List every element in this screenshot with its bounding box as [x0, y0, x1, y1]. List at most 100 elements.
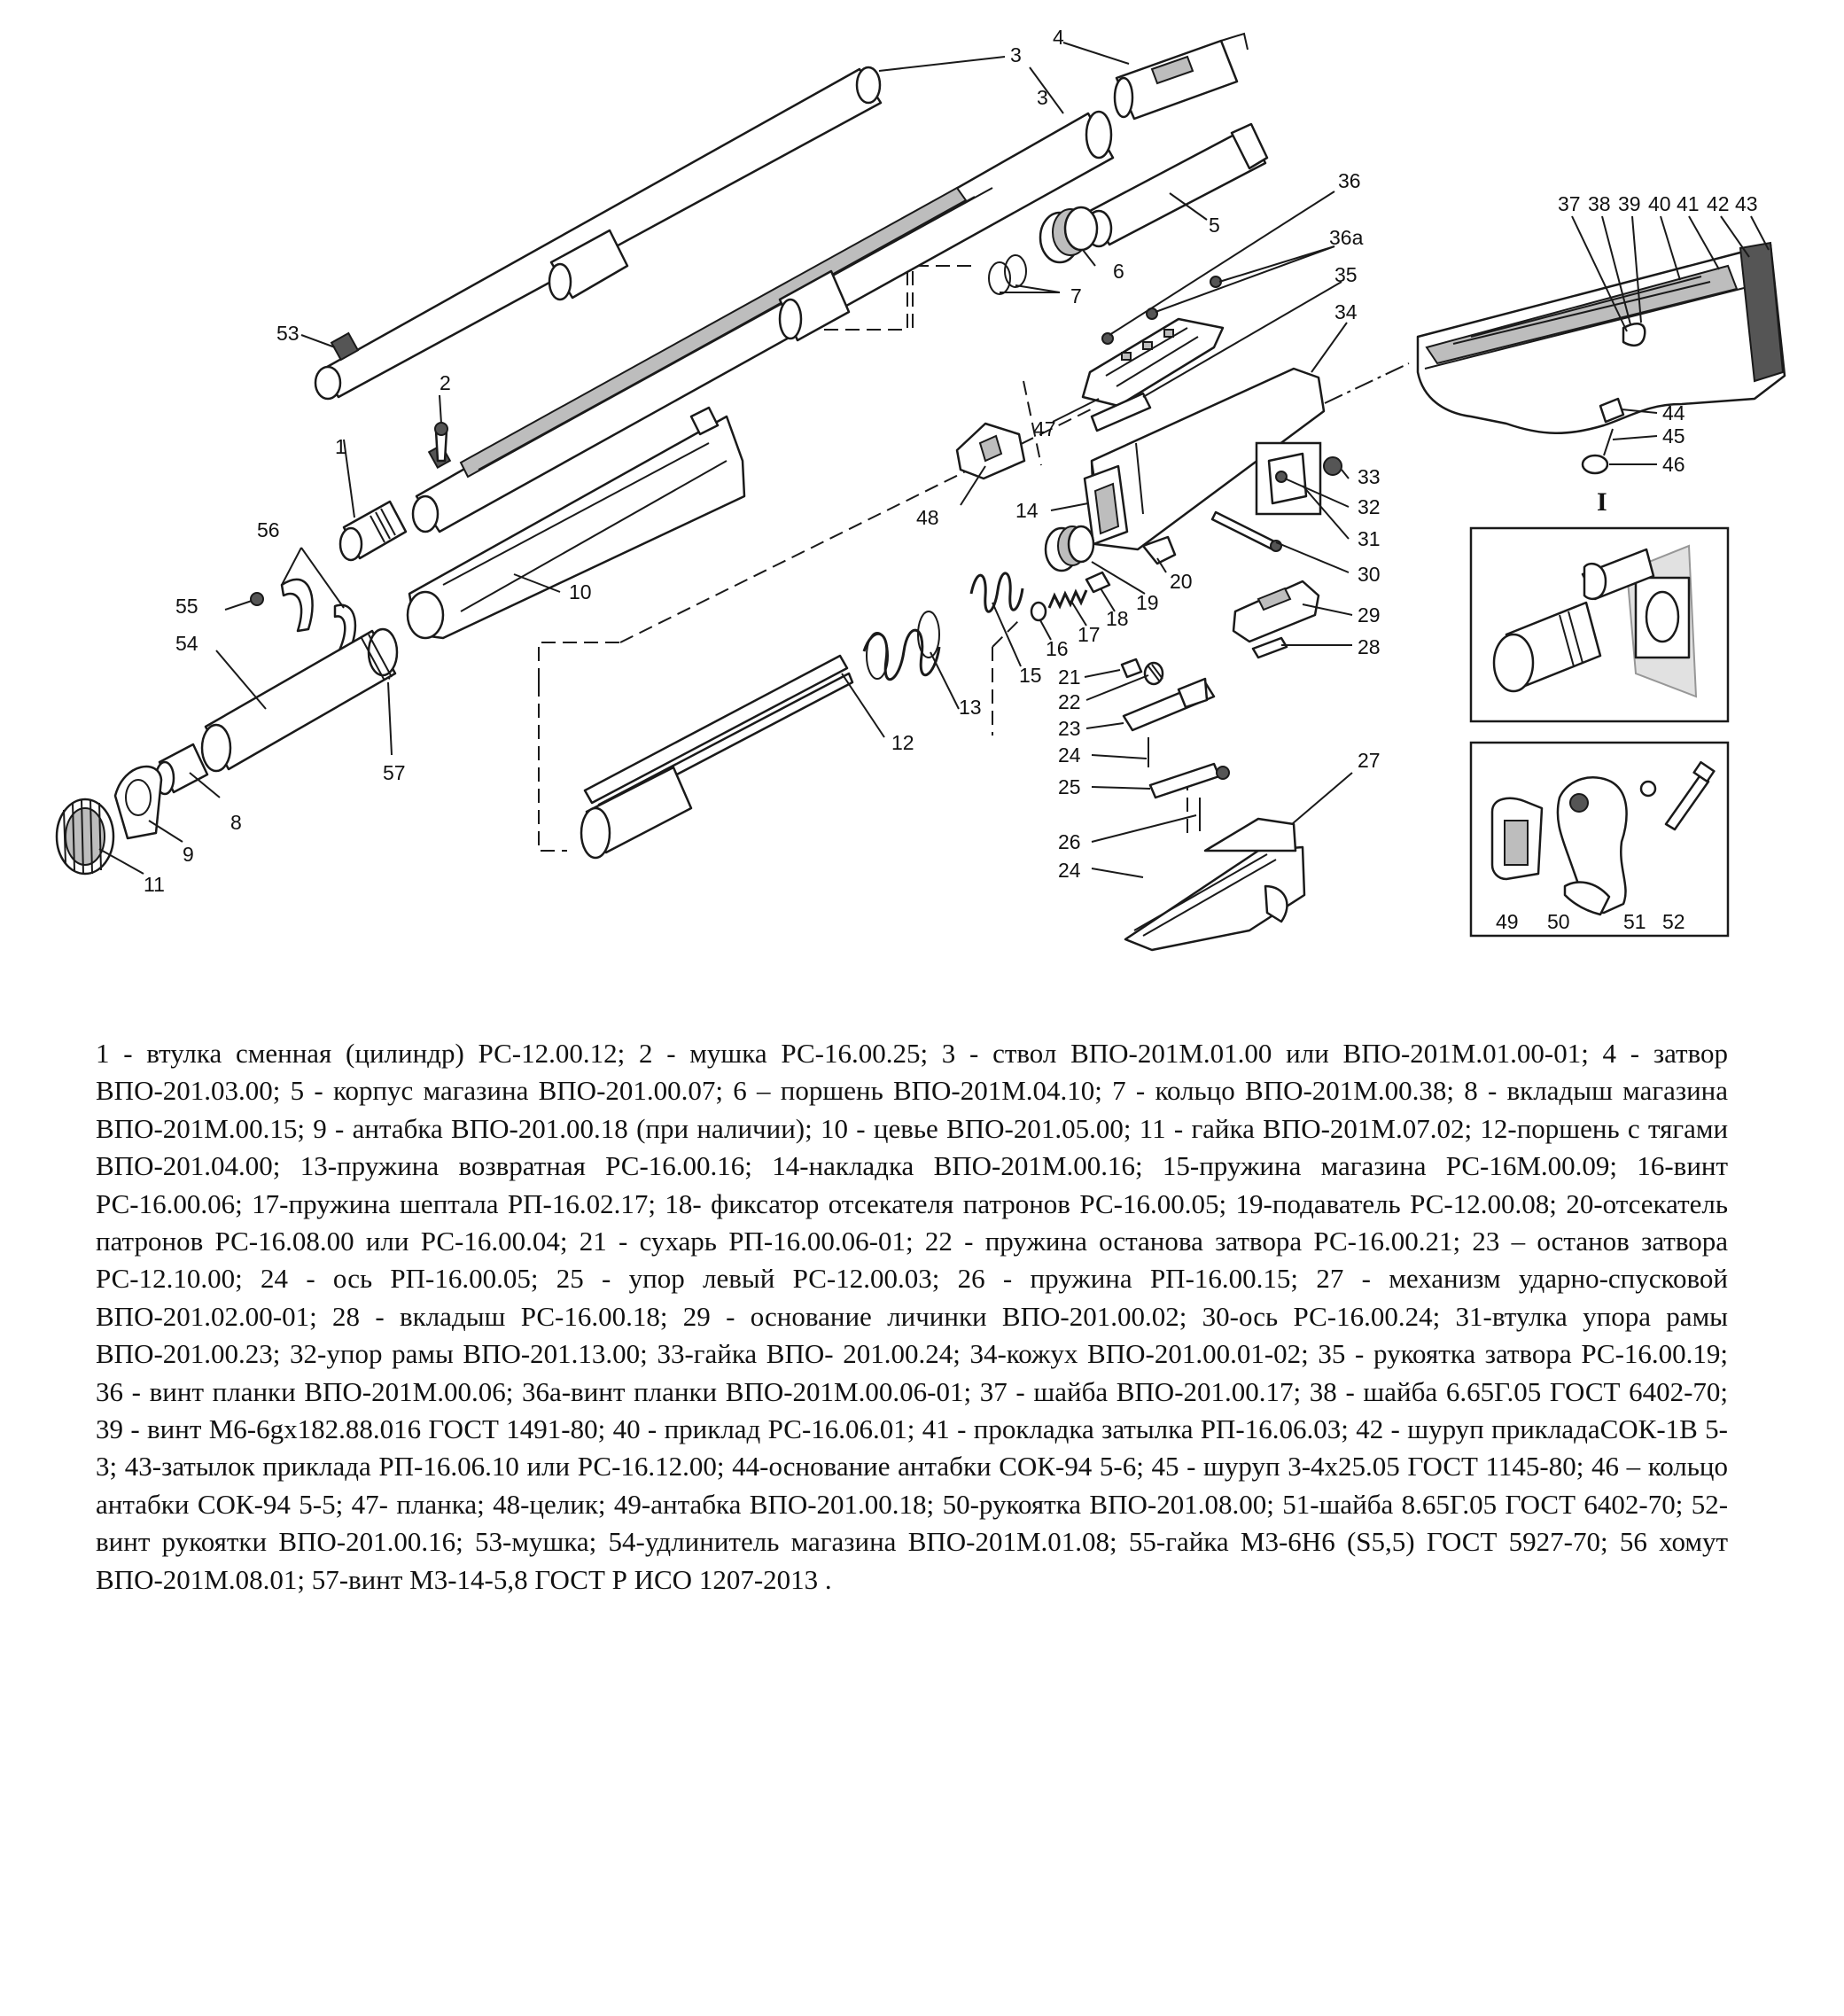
legend-entry: 50-рукоятка ВПО-201.08.00;: [942, 1488, 1274, 1520]
part-label: 36а: [1329, 226, 1364, 249]
legend-entry: 36а-винт планки ВПО-201М.00.06-01;: [521, 1375, 972, 1407]
part-label: 44: [1662, 401, 1685, 424]
part-label: 57: [383, 761, 406, 784]
magazine-extension-54: [200, 627, 399, 773]
barrel-main-3: [411, 110, 1115, 533]
part-label: 47: [1033, 417, 1056, 440]
magazine-tube-5: [1085, 122, 1269, 248]
legend-entry: 13-пружина возвратная РС-16.00.16;: [300, 1150, 752, 1182]
legend-entry: 36 - винт планки ВПО-201М.00.06;: [96, 1375, 514, 1407]
bolt-4: [1113, 32, 1249, 121]
return-spring-13: [862, 611, 941, 681]
front-sight-2: [434, 422, 448, 463]
detail-title: I: [1597, 487, 1607, 517]
legend-entry: 28 - вкладыш РС-16.00.18;: [332, 1300, 668, 1332]
part-label: 49: [1496, 910, 1519, 933]
spring-22: [1143, 661, 1164, 686]
part-label: 29: [1358, 603, 1381, 627]
legend-entry: 1 - втулка сменная (цилиндр) РС-12.00.12…: [96, 1038, 626, 1069]
legend-entry: 43-затылок приклада РП-16.06.10 или РС-1…: [124, 1451, 725, 1483]
legend-entry: 18- фиксатор отсекателя патронов РС-16.0…: [665, 1187, 1227, 1219]
part-label: 52: [1662, 910, 1685, 933]
exploded-view-diagram: 1 2 3 3 4 5 6 7 8 9 10 11 12 13 14 15 16…: [55, 26, 1786, 952]
bolt-handle-35: [1090, 392, 1152, 432]
legend-entry: 26 - пружина РП-16.00.15;: [957, 1263, 1299, 1295]
rail-screws-36: [1101, 276, 1222, 345]
insert-28: [1251, 636, 1288, 659]
trigger-group-27: [1124, 817, 1306, 952]
part-label: 21: [1058, 666, 1081, 689]
part-label: 34: [1334, 300, 1358, 323]
part-label: 45: [1662, 424, 1685, 448]
legend-entry: 25 - упор левый РС-12.00.03;: [556, 1263, 940, 1295]
detail-box-handle: [1469, 741, 1730, 938]
bolt-stop-23: [1122, 677, 1216, 732]
legend-entry: 11 - гайка ВПО-201М.07.02;: [1139, 1112, 1473, 1144]
part-label: 16: [1046, 637, 1069, 660]
legend-entry: 32-упор рамы ВПО-201.13.00;: [290, 1338, 648, 1370]
legend-entry: 8 - вкладыш магазина ВПО-201М.00.15;: [96, 1075, 1729, 1144]
legend-entry: 12-поршень с тягами ВПО-201.04.00;: [96, 1112, 1729, 1182]
legend-entry: 19-подаватель РС-12.00.08;: [1235, 1187, 1557, 1219]
nut-55: [250, 592, 264, 606]
legend-entry: 22 - пружина останова затвора РС-16.00.2…: [924, 1226, 1461, 1257]
legend-entry: 55-гайка М3-6Н6 (S5,5) ГОСТ 5927-70;: [1128, 1526, 1608, 1558]
part-label: 32: [1358, 495, 1381, 518]
legend-entry: 57-винт М3-14-5,8 ГОСТ Р ИСО 1207-2013 .: [311, 1563, 832, 1595]
leader-lines: [98, 42, 1770, 878]
screw-16: [1030, 601, 1047, 622]
legend-entry: 39 - винт М6-6gx182.88.016 ГОСТ 1491-80;: [96, 1413, 606, 1445]
legend-entry: 49-антабка ВПО-201.00.18;: [613, 1488, 935, 1520]
detail-frame-stop: [1255, 441, 1342, 516]
part-label: 28: [1358, 635, 1381, 658]
legend-entry: 7 - кольцо ВПО-201М.00.38;: [1112, 1075, 1454, 1107]
part-label: 19: [1136, 591, 1159, 614]
rear-sight-48: [955, 422, 1026, 480]
part-label: 10: [569, 580, 592, 603]
piston-rods-12: [580, 654, 854, 860]
part-label: 18: [1106, 607, 1129, 630]
part-label: 9: [183, 843, 194, 866]
legend-entry: 10 - цевье ВПО-201.05.00;: [821, 1112, 1132, 1144]
part-label: 27: [1358, 749, 1381, 772]
legend-entry: 38 - шайба 6.65Г.05 ГОСТ 6402-70;: [1309, 1375, 1729, 1407]
part-label: 6: [1113, 260, 1124, 283]
legend-entry: 34-кожух ВПО-201.00.01-02;: [969, 1338, 1309, 1370]
stop-left-25: [1148, 762, 1230, 799]
rings-7: [988, 254, 1027, 295]
part-label: 42: [1707, 192, 1730, 215]
legend-entry: 24 - ось РП-16.00.05;: [261, 1263, 539, 1295]
part-label: 3: [1010, 43, 1022, 66]
part-label: 36: [1338, 169, 1361, 192]
part-label: 20: [1170, 570, 1193, 593]
legend-entry: 51-шайба 8.65Г.05 ГОСТ 6402-70;: [1282, 1488, 1684, 1520]
legend-entry: 30-ось РС-16.00.24;: [1202, 1300, 1441, 1332]
part-label: 24: [1058, 743, 1081, 767]
legend-entry: 42 - шуруп прикладаСОК-1В 5-3;: [96, 1413, 1729, 1483]
part-label: 7: [1070, 284, 1082, 307]
legend-entry: 16-винт РС-16.00.06;: [96, 1150, 1729, 1219]
legend-entry: 48-целик;: [493, 1488, 606, 1520]
legend-entry: 15-пружина магазина РС-16М.00.09;: [1162, 1150, 1618, 1182]
barrel-upper-53: [314, 66, 883, 401]
part-label: 55: [175, 595, 198, 618]
swivel-ring-46: [1581, 454, 1609, 475]
legend-entry: 23 – останов затвора РС-12.10.00;: [96, 1226, 1729, 1295]
legend-entry: 2 - мушка РС-16.00.25;: [638, 1038, 929, 1069]
legend-entry: 46 – кольцо антабки СОК-94 5-5;: [96, 1451, 1728, 1520]
legend-entry: 29 - основание личинки ВПО-201.00.02;: [682, 1300, 1187, 1332]
part-label: 50: [1547, 910, 1570, 933]
part-label: 11: [144, 873, 165, 896]
part-label: 2: [440, 371, 451, 394]
part-label: 1: [335, 435, 346, 458]
legend-entry: 54-удлинитель магазина ВПО-201М.01.08;: [608, 1526, 1117, 1558]
carrier-base-29: [1232, 580, 1320, 643]
part-label: 3: [1037, 86, 1048, 109]
choke-1: [338, 500, 408, 562]
sling-swivel-9: [113, 765, 163, 840]
rail-47: [1081, 317, 1225, 408]
legend-entry: 52-винт рукоятки ВПО-201.00.16;: [96, 1488, 1729, 1558]
part-label: 22: [1058, 690, 1081, 713]
legend-entry: 53-мушка;: [475, 1526, 597, 1558]
part-label: 17: [1078, 623, 1101, 646]
